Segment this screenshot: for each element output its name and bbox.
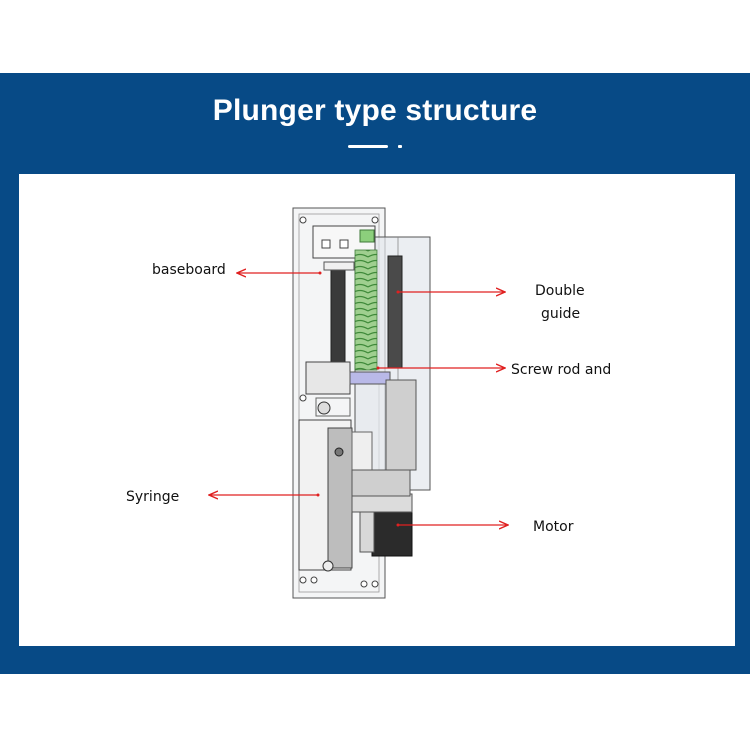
- label-double-guide-line2: guide: [541, 306, 581, 322]
- screw-rod: [354, 249, 378, 371]
- label-screw-rod: Screw rod and: [511, 362, 612, 378]
- motor-body: [371, 509, 413, 557]
- title-underline: [348, 145, 388, 148]
- guide-rod-left: [330, 267, 346, 369]
- label-motor: Motor: [533, 519, 574, 535]
- guide-rod-right: [387, 255, 403, 369]
- carriage: [305, 361, 351, 395]
- label-baseboard: baseboard: [152, 262, 226, 278]
- page-title: Plunger type structure: [212, 94, 538, 127]
- label-double-guide-line1: Double: [535, 283, 585, 299]
- title-dot: [398, 145, 402, 148]
- label-syringe: Syringe: [126, 489, 180, 505]
